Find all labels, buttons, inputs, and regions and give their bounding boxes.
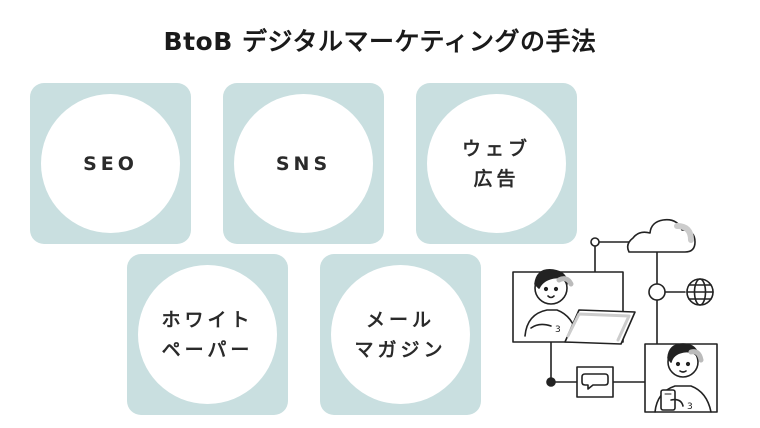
method-label: SNS bbox=[275, 152, 332, 175]
method-card-sns: SNS bbox=[223, 83, 384, 244]
method-label-line-2: マガジン bbox=[354, 338, 447, 361]
network-illustration: 3 3 bbox=[512, 218, 718, 413]
method-label-line-1: ウェブ bbox=[461, 137, 531, 160]
globe-icon bbox=[686, 278, 714, 306]
hub-node bbox=[648, 283, 666, 301]
method-card-web-ads: ウェブ 広告 bbox=[416, 83, 577, 244]
method-card-seo: SEO bbox=[30, 83, 191, 244]
method-label-line-1: メール bbox=[365, 308, 435, 331]
method-circle: ホワイト ペーパー bbox=[138, 265, 277, 404]
method-card-whitepaper: ホワイト ペーパー bbox=[127, 254, 288, 415]
svg-text:3: 3 bbox=[687, 402, 693, 412]
cloud-icon bbox=[626, 218, 696, 253]
method-circle: SEO bbox=[41, 94, 180, 233]
person-laptop-illustration: 3 bbox=[512, 268, 636, 345]
node-dot bbox=[590, 237, 600, 247]
method-label: SEO bbox=[83, 152, 138, 175]
person-smartphone-illustration: 3 bbox=[644, 343, 718, 413]
page-title: BtoB デジタルマーケティングの手法 bbox=[163, 27, 597, 56]
method-circle: ウェブ 広告 bbox=[427, 94, 566, 233]
method-label-line-2: ペーパー bbox=[161, 338, 254, 361]
node-dot bbox=[546, 377, 556, 387]
method-label-line-1: ホワイト bbox=[161, 308, 254, 331]
svg-text:3: 3 bbox=[555, 325, 561, 335]
method-circle: SNS bbox=[234, 94, 373, 233]
chat-icon bbox=[576, 366, 614, 398]
method-card-email-magazine: メール マガジン bbox=[320, 254, 481, 415]
method-circle: メール マガジン bbox=[331, 265, 470, 404]
method-label-line-2: 広告 bbox=[473, 167, 520, 190]
